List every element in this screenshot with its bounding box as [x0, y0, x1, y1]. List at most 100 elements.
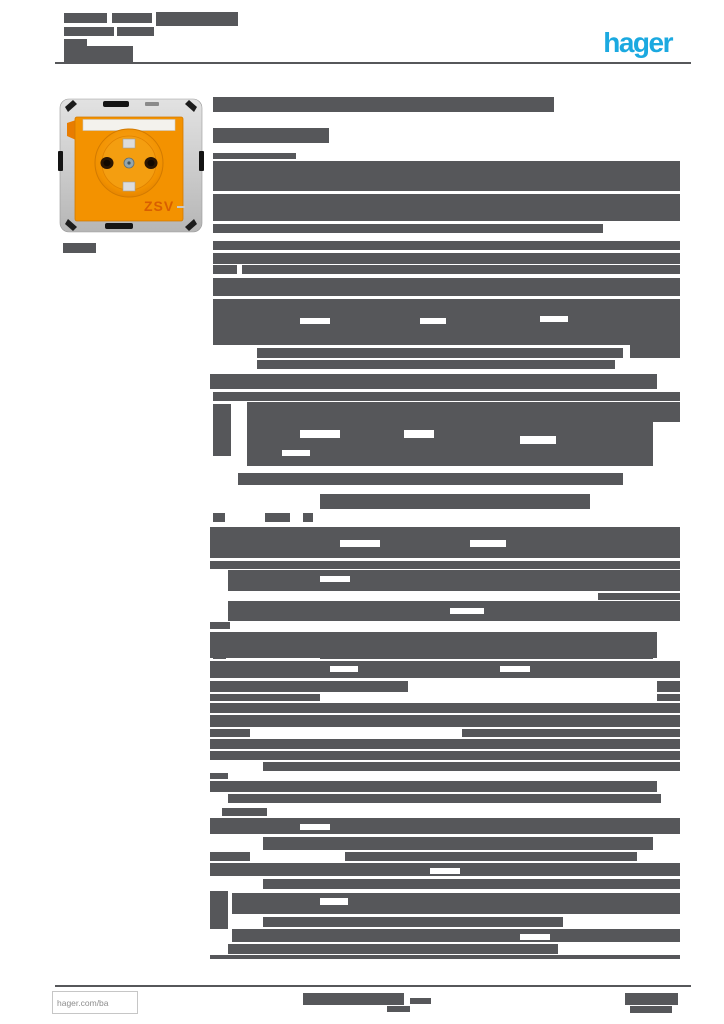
body-redaction-gap — [520, 436, 556, 444]
header-redacted-block — [64, 13, 107, 23]
body-redacted-block — [242, 265, 680, 274]
body-redacted-block — [213, 278, 680, 296]
frame-notch-top — [145, 102, 159, 106]
body-redacted-block — [345, 852, 637, 861]
body-redacted-block — [232, 893, 680, 914]
body-redacted-block — [213, 299, 680, 345]
zsv-label: ZSV — [144, 198, 174, 214]
body-redacted-block — [210, 852, 250, 861]
body-redaction-gap — [450, 608, 484, 614]
body-redacted-block — [210, 751, 680, 760]
body-redaction-gap — [330, 666, 358, 672]
socket-hole-left-inner — [103, 159, 111, 167]
body-redacted-block — [265, 513, 290, 522]
body-redacted-block — [210, 681, 408, 692]
body-redacted-block — [462, 729, 680, 737]
footer-link[interactable]: hager.com/ba — [57, 997, 109, 1008]
body-redaction-gap — [520, 934, 550, 940]
body-redacted-block — [263, 879, 680, 889]
body-redaction-gap — [340, 540, 380, 547]
body-redacted-block — [630, 345, 680, 358]
body-redacted-block — [257, 360, 615, 369]
body-redaction-gap — [430, 868, 460, 874]
claw-tab-bottom — [122, 181, 136, 192]
body-redacted-block — [210, 715, 680, 727]
body-redacted-block — [210, 891, 228, 929]
body-redacted-block — [213, 241, 680, 250]
body-redacted-block — [653, 402, 680, 422]
body-redaction-gap — [300, 430, 340, 438]
body-redacted-block — [210, 622, 230, 629]
footer-redacted-block — [410, 998, 431, 1004]
body-redacted-block — [210, 703, 680, 713]
body-redacted-block — [228, 794, 661, 803]
title-redacted-block — [213, 128, 329, 143]
body-redacted-block — [213, 194, 680, 221]
body-redacted-block — [598, 593, 680, 600]
footer-redacted-block — [625, 993, 678, 1005]
body-redacted-block — [213, 392, 680, 401]
divider-rule — [55, 985, 691, 987]
body-redacted-block — [213, 153, 296, 159]
hager-logo: hager — [603, 27, 673, 58]
body-redacted-block — [210, 773, 228, 779]
body-redaction-gap — [540, 316, 568, 322]
frame-claw-top-right — [185, 100, 197, 112]
orange-clamp-wedge — [67, 120, 76, 140]
claw-tab-top — [122, 138, 136, 149]
body-redaction-gap — [320, 898, 348, 905]
body-redacted-block — [213, 265, 237, 274]
zsv-label-dash — [177, 206, 185, 208]
body-redacted-block — [263, 762, 680, 771]
body-redacted-block — [210, 781, 657, 792]
body-redaction-gap — [300, 824, 330, 830]
frame-slot-left — [58, 151, 63, 171]
body-redacted-block — [210, 739, 680, 749]
body-redacted-block — [238, 473, 623, 485]
body-redacted-block — [213, 650, 226, 659]
footer-link-box[interactable]: hager.com/ba — [52, 991, 138, 1014]
header-redacted-block — [64, 27, 114, 36]
footer-redacted-block — [303, 993, 404, 1005]
header-redacted-block — [156, 12, 238, 26]
body-redacted-block — [210, 818, 680, 834]
body-redacted-block — [320, 650, 653, 659]
body-redaction-gap — [420, 318, 446, 324]
header-redacted-block — [112, 13, 152, 23]
body-redacted-block — [228, 944, 558, 954]
footer-redacted-block — [630, 1006, 672, 1013]
body-redacted-block — [210, 694, 320, 701]
caption-redacted-block — [63, 243, 96, 253]
body-redaction-gap — [500, 666, 530, 672]
title-redacted-block — [213, 97, 554, 112]
body-redacted-block — [213, 224, 603, 233]
frame-claw-bottom-left — [65, 219, 77, 231]
body-redacted-block — [210, 527, 680, 558]
body-redacted-block — [257, 348, 623, 358]
body-redaction-gap — [320, 576, 350, 582]
body-redacted-block — [210, 661, 680, 678]
header-redacted-block — [117, 27, 154, 36]
center-screw-slot — [127, 161, 131, 165]
body-redaction-gap — [470, 540, 506, 547]
product-photo-socket: ZSV — [58, 98, 204, 233]
divider-rule — [55, 62, 691, 64]
body-redacted-block — [303, 513, 313, 522]
body-redacted-block — [213, 513, 225, 522]
body-redacted-block — [263, 837, 653, 850]
body-redaction-gap — [404, 430, 434, 438]
body-redacted-block — [263, 917, 563, 927]
body-redacted-block — [213, 404, 231, 456]
frame-slot-top — [103, 101, 129, 107]
body-redaction-gap — [282, 450, 310, 456]
body-redacted-block — [213, 253, 680, 264]
header-redacted-block — [64, 46, 133, 63]
body-redacted-block — [222, 808, 267, 816]
body-redacted-block — [210, 955, 680, 959]
frame-claw-top-left — [65, 100, 77, 112]
body-redacted-block — [320, 494, 590, 509]
body-redaction-gap — [300, 318, 330, 324]
body-redacted-block — [232, 929, 680, 942]
body-redacted-block — [657, 694, 680, 701]
frame-slot-bottom — [105, 223, 133, 229]
